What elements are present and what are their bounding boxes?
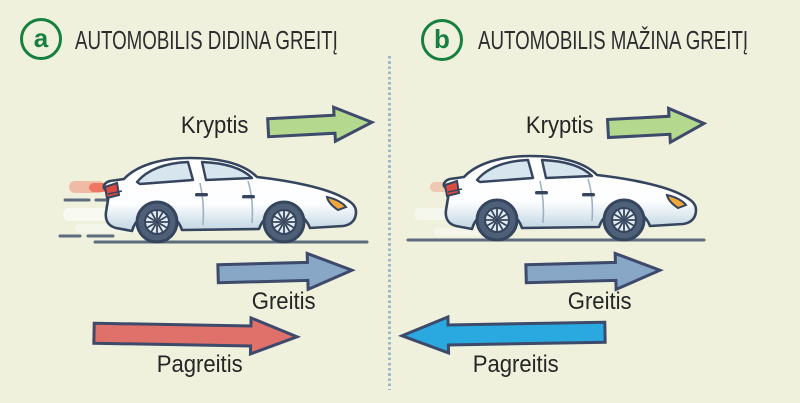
panel-a-badge: a [20,18,62,60]
panel-b-direction-label: Kryptis [526,112,594,139]
panel-a-acceleration-label: Pagreitis [157,351,243,378]
panel-a-acceleration-arrow-shape [94,315,298,355]
panel-b-acceleration-arrow-shape [402,314,606,354]
panel-b-velocity-arrow-shape [526,252,661,291]
panel-a-velocity-label: Greitis [252,288,316,315]
panel-a-acceleration-arrow-right-icon [92,313,300,357]
panel-a-car-scene [58,150,369,244]
panel-b-acceleration-arrow-left-icon [400,312,608,356]
panel-divider-dashed-line [388,56,391,390]
panel-b-velocity-arrow-right-icon [524,250,663,294]
panel-b-title: AUTOMOBILIS MAŽINA GREITĮ [478,25,749,55]
panel-b-car-illustration [444,156,696,240]
panel-b-badge: b [421,19,463,61]
panel-a-title: AUTOMOBILIS DIDINA GREITĮ [75,25,338,55]
panel-a-direction-arrow-shape [267,105,372,144]
panel-b-velocity-label: Greitis [568,288,632,315]
panel-b-car-scene [406,150,706,242]
panel-a-direction-arrow-right-icon [265,103,375,147]
panel-b-direction-arrow-right-icon [605,104,707,147]
panel-a-velocity-arrow-shape [218,252,353,291]
panel-a-badge-letter: a [33,23,49,53]
panel-a-direction-label: Kryptis [181,112,249,139]
panel-b-acceleration-label: Pagreitis [473,351,559,378]
panel-b-direction-arrow-shape [607,107,705,146]
panel-b-badge-letter: b [434,24,450,54]
panel-a-velocity-arrow-right-icon [216,250,355,294]
panel-a-car-illustration [104,158,356,242]
